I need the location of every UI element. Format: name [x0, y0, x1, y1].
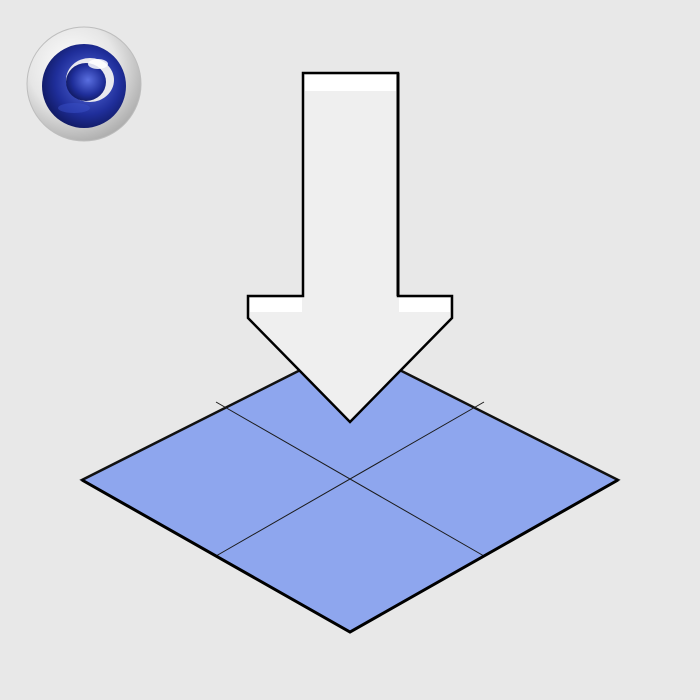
- arrow-top-highlight: [305, 75, 396, 91]
- arrow-down-icon: [246, 71, 454, 424]
- arrow-left-wing-highlight: [250, 298, 302, 312]
- arrow-body: [246, 71, 454, 424]
- plane-bottom-edge-shade: [81, 478, 619, 634]
- cinema-4d-logo-icon: [26, 26, 142, 142]
- arrow-right-wing-highlight: [399, 298, 450, 312]
- subdivided-plane-icon: [79, 343, 621, 634]
- plane-grid-line: [215, 401, 485, 557]
